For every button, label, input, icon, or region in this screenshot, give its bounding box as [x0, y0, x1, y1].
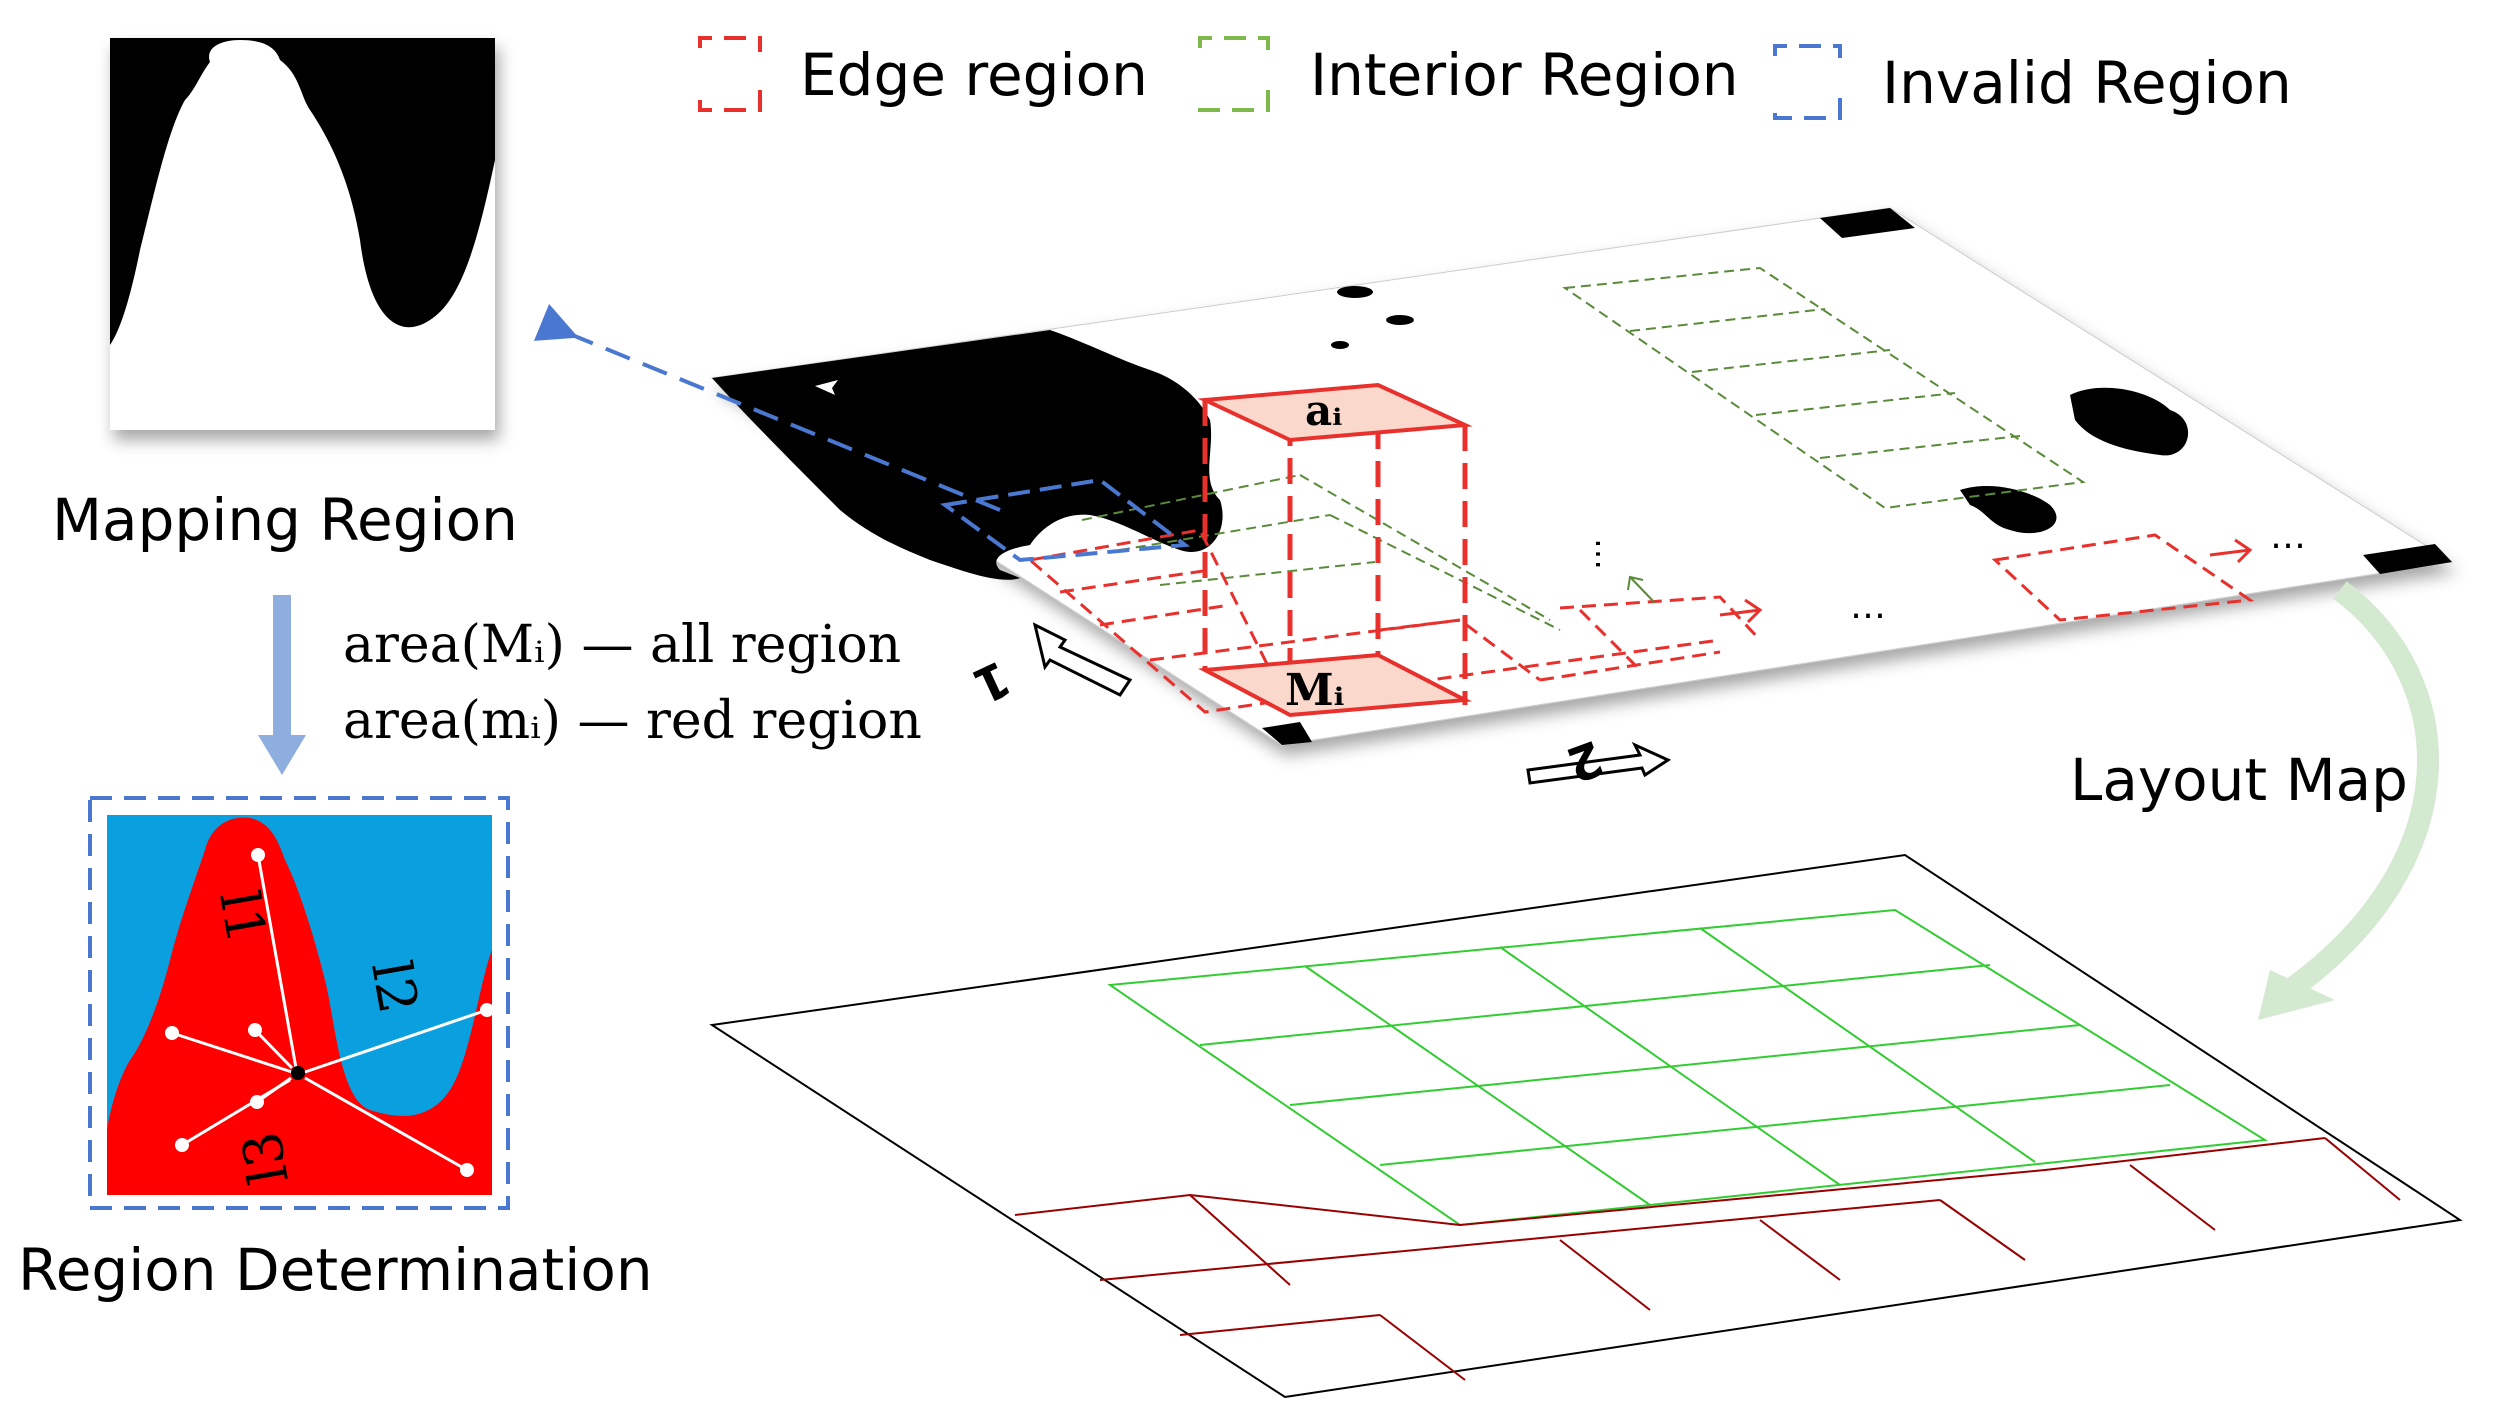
corner-mark: [2363, 544, 2452, 574]
center-point: [291, 1066, 305, 1080]
sample-points: [165, 848, 494, 1177]
interior-grid-far: [1562, 266, 2086, 510]
noise-blob: [1337, 286, 1373, 298]
cell-bottom-face: [1198, 652, 1473, 718]
legend: Edge region Interior Region Invalid Regi…: [698, 36, 2292, 120]
down-arrow: [258, 595, 306, 775]
noise-blob: [2070, 387, 2189, 456]
mask-notch: [815, 380, 838, 395]
arrow-direction-1: 1: [965, 622, 1133, 714]
region-determination-caption: Region Determination: [18, 1236, 653, 1304]
area-formulas: area(Mᵢ) — all region area(mᵢ) — red reg…: [343, 615, 922, 751]
corner-mark: [1820, 208, 1915, 238]
ellipsis-1: …: [1850, 586, 1886, 627]
ellipsis-3: …: [1570, 538, 1608, 570]
upper-plane: aᵢ Mᵢ … … … 1 2: [533, 207, 2454, 793]
layout-interior-grid: [1107, 908, 2269, 1227]
legend-label: Edge region: [800, 41, 1148, 109]
legend-item-interior: Interior Region: [1198, 36, 1739, 112]
legend-item-edge: Edge region: [698, 36, 1148, 112]
interior-grid-near: [1081, 474, 1561, 631]
determination-foreground-region: [107, 817, 492, 1195]
invalid-legend-icon: [1773, 44, 1842, 120]
legend-item-invalid: Invalid Region: [1773, 44, 2292, 120]
determination-dashed-frame: [88, 796, 510, 1210]
mapping-mask-image: [110, 38, 495, 345]
invalid-cell-box: [939, 477, 1191, 563]
arrow-2-label: 2: [1560, 729, 1611, 793]
cell-top-label: aᵢ: [1305, 386, 1342, 435]
layout-map-label: Layout Map: [2070, 746, 2408, 814]
legend-label: Invalid Region: [1882, 49, 2292, 117]
noise-blob: [1331, 341, 1349, 349]
corner-mark: [1262, 722, 1312, 745]
layout-map-arrow: [2258, 581, 2439, 1020]
mapping-region-panel: Mapping Region: [52, 38, 518, 554]
label-l2: l2: [359, 956, 430, 1018]
arrow-direction-2: 2: [1526, 729, 1672, 793]
formula-all-region: area(Mᵢ) — all region: [343, 615, 901, 675]
ellipsis-2: …: [2270, 516, 2306, 557]
region-determination-panel: l1 l2 l3 Region Determination: [18, 796, 653, 1304]
edge-direction-arrows: [1719, 538, 2253, 624]
noise-blob: [1960, 485, 2057, 534]
cell-top-face: [1197, 382, 1473, 443]
edge-legend-icon: [698, 36, 762, 112]
label-l3: l3: [230, 1127, 301, 1189]
interior-direction-arrow: [1627, 575, 1656, 604]
label-l1: l1: [207, 886, 278, 948]
mapping-region-caption: Mapping Region: [52, 486, 518, 554]
cell-bottom-label: Mᵢ: [1285, 665, 1344, 716]
layout-edge-grid: [1014, 1137, 2401, 1381]
formula-red-region: area(mᵢ) — red region: [343, 691, 922, 751]
interior-legend-icon: [1198, 36, 1270, 112]
arrow-1-label: 1: [965, 649, 1019, 714]
noise-blob: [1386, 315, 1414, 325]
plane-mask-blob: [712, 330, 1223, 580]
layout-plane-outline: [709, 853, 2463, 1399]
lower-layout-plane: [709, 853, 2463, 1399]
legend-label: Interior Region: [1310, 41, 1739, 109]
